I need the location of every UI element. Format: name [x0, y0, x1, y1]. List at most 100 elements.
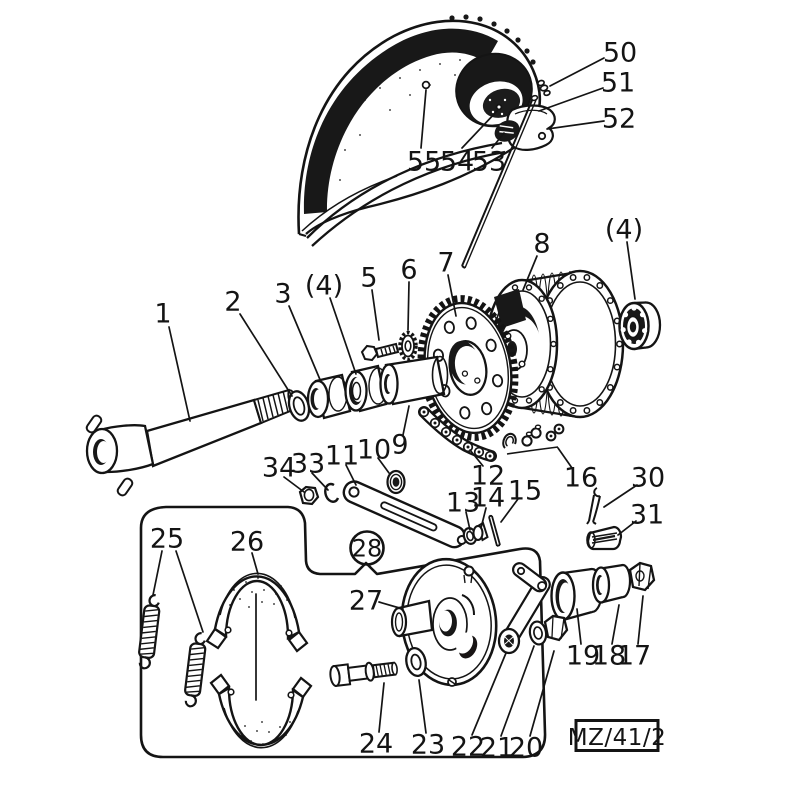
callout-3: 3 [274, 279, 322, 383]
brake-lever [497, 562, 551, 655]
callout-13: 13 [446, 488, 480, 531]
svg-text:34: 34 [262, 453, 296, 484]
callout-30: 30 [603, 463, 665, 508]
svg-text:50: 50 [603, 38, 637, 69]
svg-text:6: 6 [400, 255, 417, 286]
svg-text:26: 26 [230, 527, 264, 558]
svg-text:18: 18 [592, 641, 626, 672]
svg-text:1: 1 [154, 299, 171, 330]
inset-box [139, 505, 547, 759]
callout-55: 55 [407, 80, 441, 178]
callout-10: 10 [357, 435, 391, 474]
lever-washer-21 [528, 620, 548, 646]
plate-stub-tube [390, 599, 434, 638]
callout-7: 7 [437, 248, 457, 317]
svg-text:30: 30 [631, 463, 665, 494]
callout-18: 18 [592, 604, 626, 672]
brake-plate-assembly [329, 557, 551, 688]
axle-assembly [85, 330, 449, 497]
svg-text:27: 27 [349, 586, 383, 617]
callout-15: 15 [500, 476, 542, 523]
callout-51: 51 [538, 68, 635, 112]
hairpin-cotter [586, 487, 601, 525]
callout-33: 33 [291, 449, 329, 491]
callout-50: 50 [549, 38, 637, 87]
lining-speckles-lower [233, 718, 291, 745]
callout-17: 17 [617, 595, 651, 672]
callout-26: 26 [230, 527, 264, 701]
tread-knobs [449, 14, 536, 65]
svg-text:53: 53 [472, 147, 506, 178]
callout-4: (4) [605, 215, 643, 300]
callout-24: 24 [359, 682, 393, 760]
plate-code-box: MZ/41/2 [568, 719, 666, 752]
clevis-joint [586, 525, 623, 551]
gap-shadow [494, 289, 526, 328]
torque-arm [342, 480, 467, 549]
svg-text:22: 22 [451, 732, 485, 763]
tire-tread-band [303, 28, 498, 214]
svg-text:23: 23 [411, 730, 445, 761]
svg-text:12: 12 [471, 461, 505, 492]
callout-28: 28 [349, 530, 385, 566]
tire-assembly [297, 14, 556, 269]
callout-31: 31 [617, 500, 664, 536]
callout-5: 5 [360, 263, 380, 341]
distance-sleeve [379, 355, 449, 406]
svg-text:21: 21 [480, 733, 514, 764]
wheel-bearing-right [618, 301, 662, 351]
callout-16: 16 [506, 446, 598, 494]
axle-pin-bottom [116, 477, 134, 497]
spacer-bush [306, 373, 352, 420]
hub-right-spoke-holes [537, 274, 623, 414]
callout-23: 23 [411, 679, 445, 761]
adjuster-bolt [329, 661, 398, 688]
sprocket [417, 295, 519, 441]
arm-nut [298, 485, 320, 506]
tire-outer-edge [297, 19, 542, 235]
svg-text:10: 10 [357, 435, 391, 466]
callout-54: 54 [440, 103, 503, 178]
svg-text:13: 13 [446, 488, 480, 519]
svg-text:33: 33 [291, 449, 325, 480]
sleeve-18 [591, 563, 632, 604]
callout-11: 11 [325, 441, 359, 486]
callout-14: 14 [471, 483, 505, 529]
svg-text:52: 52 [602, 104, 636, 135]
callout-34: 34 [262, 453, 305, 493]
callout-25: 25 [150, 524, 204, 633]
torque-arm-group [298, 469, 501, 549]
arm-circlip [324, 482, 340, 503]
callout-19: 19 [566, 608, 600, 672]
svg-text:28: 28 [352, 535, 383, 563]
callout-52: 52 [546, 104, 636, 135]
svg-text:19: 19 [566, 641, 600, 672]
callout-9: 9 [391, 405, 410, 461]
valve-stem [461, 94, 539, 269]
plate-washer [405, 647, 427, 677]
rim-tab-hole [537, 131, 547, 141]
callout-27: 27 [349, 586, 404, 617]
svg-text:14: 14 [471, 483, 505, 514]
callout-20: 20 [509, 650, 555, 764]
svg-text:(4): (4) [605, 215, 643, 246]
tab-washer [398, 330, 418, 362]
split-pin [488, 514, 501, 547]
lining-speckles-upper [229, 577, 288, 608]
valve-cap [537, 79, 551, 97]
svg-text:3: 3 [274, 279, 291, 310]
svg-text:31: 31 [630, 500, 664, 531]
screw [360, 342, 400, 362]
wheel-bearing-left [344, 364, 388, 413]
right-hardware [528, 561, 656, 646]
svg-text:15: 15 [508, 476, 542, 507]
bearing-balls [620, 305, 648, 345]
drive-chain [418, 406, 497, 462]
callout-1: 1 [154, 299, 191, 422]
chain-link-set [502, 423, 565, 449]
arm-bushing [386, 469, 406, 495]
brake-shoe-upper [205, 572, 309, 653]
